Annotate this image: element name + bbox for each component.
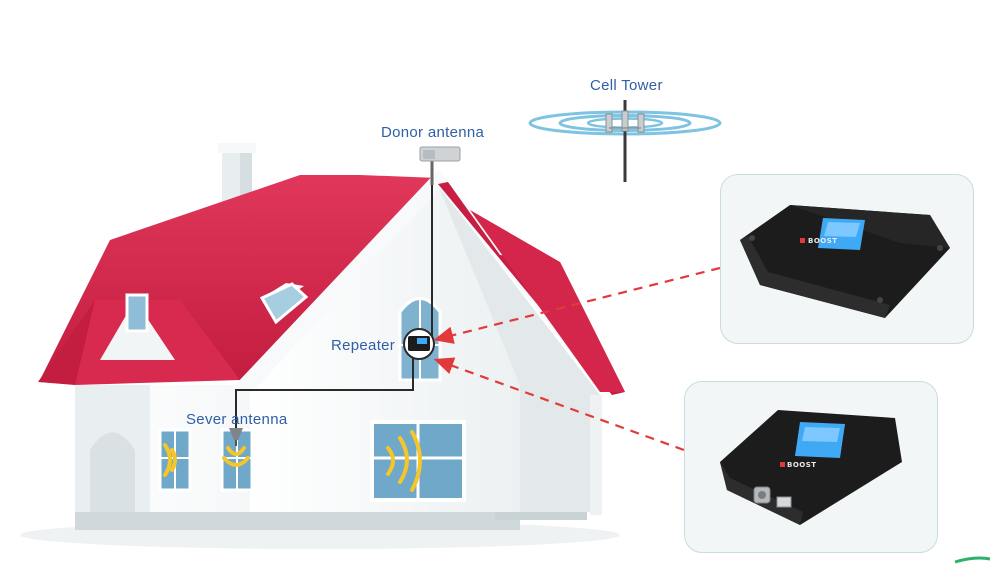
repeater-device xyxy=(403,328,435,360)
corner-accent xyxy=(954,556,991,564)
cell-tower-label: Cell Tower xyxy=(590,77,663,94)
device-top-image xyxy=(740,205,950,318)
donor-antenna xyxy=(419,146,461,185)
indoor-signal-waves xyxy=(163,430,422,492)
house xyxy=(38,143,625,530)
server-antenna-label: Sever antenna xyxy=(186,411,288,428)
dashed-arrows xyxy=(433,266,721,452)
device-top-brand: BOOST xyxy=(808,237,838,245)
device-bottom-brand: BOOST xyxy=(787,461,817,469)
cell-tower xyxy=(528,100,722,182)
device-bottom-image xyxy=(720,410,902,525)
repeater-label: Repeater xyxy=(331,337,396,354)
donor-antenna-label: Donor antenna xyxy=(381,124,485,141)
server-antenna xyxy=(229,428,243,446)
